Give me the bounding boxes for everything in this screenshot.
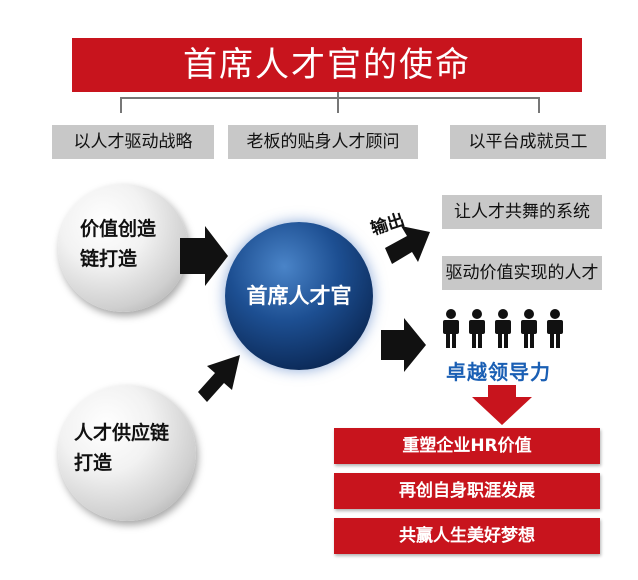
bracket-line	[120, 97, 540, 99]
bracket-tick-right	[538, 97, 540, 113]
people-icons	[443, 309, 563, 348]
person-icon	[547, 309, 563, 348]
leadership-label: 卓越领导力	[446, 360, 551, 384]
center-sphere	[225, 222, 373, 370]
arrow-right-icon	[381, 318, 426, 372]
supply-chain-line1: 人才供应链	[74, 422, 170, 444]
output-box-talent: 驱动价值实现的人才	[442, 256, 602, 290]
value-chain-line1: 价值创造	[80, 218, 157, 240]
result-box-career: 再创自身职涯发展	[334, 473, 600, 509]
principle-box-platform: 以平台成就员工	[450, 125, 606, 159]
person-icon	[521, 309, 537, 348]
value-chain-line2: 链打造	[80, 248, 138, 270]
arrow-right-icon	[385, 226, 430, 264]
principle-box-strategy: 以人才驱动战略	[52, 125, 214, 159]
title-banner: 首席人才官的使命	[72, 38, 582, 92]
output-box-system: 让人才共舞的系统	[442, 195, 602, 229]
arrow-right-icon	[180, 226, 228, 286]
result-box-hr-value: 重塑企业HR价值	[334, 428, 600, 464]
supply-chain-label: 人才供应链 打造	[74, 418, 194, 478]
center-label: 首席人才官	[246, 284, 352, 308]
principle-box-advisor: 老板的贴身人才顾问	[228, 125, 418, 159]
bracket-tick-center	[337, 92, 339, 113]
value-chain-label: 价值创造 链打造	[80, 214, 190, 274]
person-icon	[495, 309, 511, 348]
person-icon	[443, 309, 459, 348]
person-icon	[469, 309, 485, 348]
arrow-right-icon	[198, 355, 240, 402]
supply-chain-sphere	[58, 385, 196, 521]
supply-chain-line2: 打造	[74, 452, 113, 474]
arrow-down-icon	[472, 385, 532, 425]
result-box-dream: 共赢人生美好梦想	[334, 518, 600, 554]
bracket-tick-left	[120, 97, 122, 113]
value-chain-sphere	[58, 184, 188, 312]
